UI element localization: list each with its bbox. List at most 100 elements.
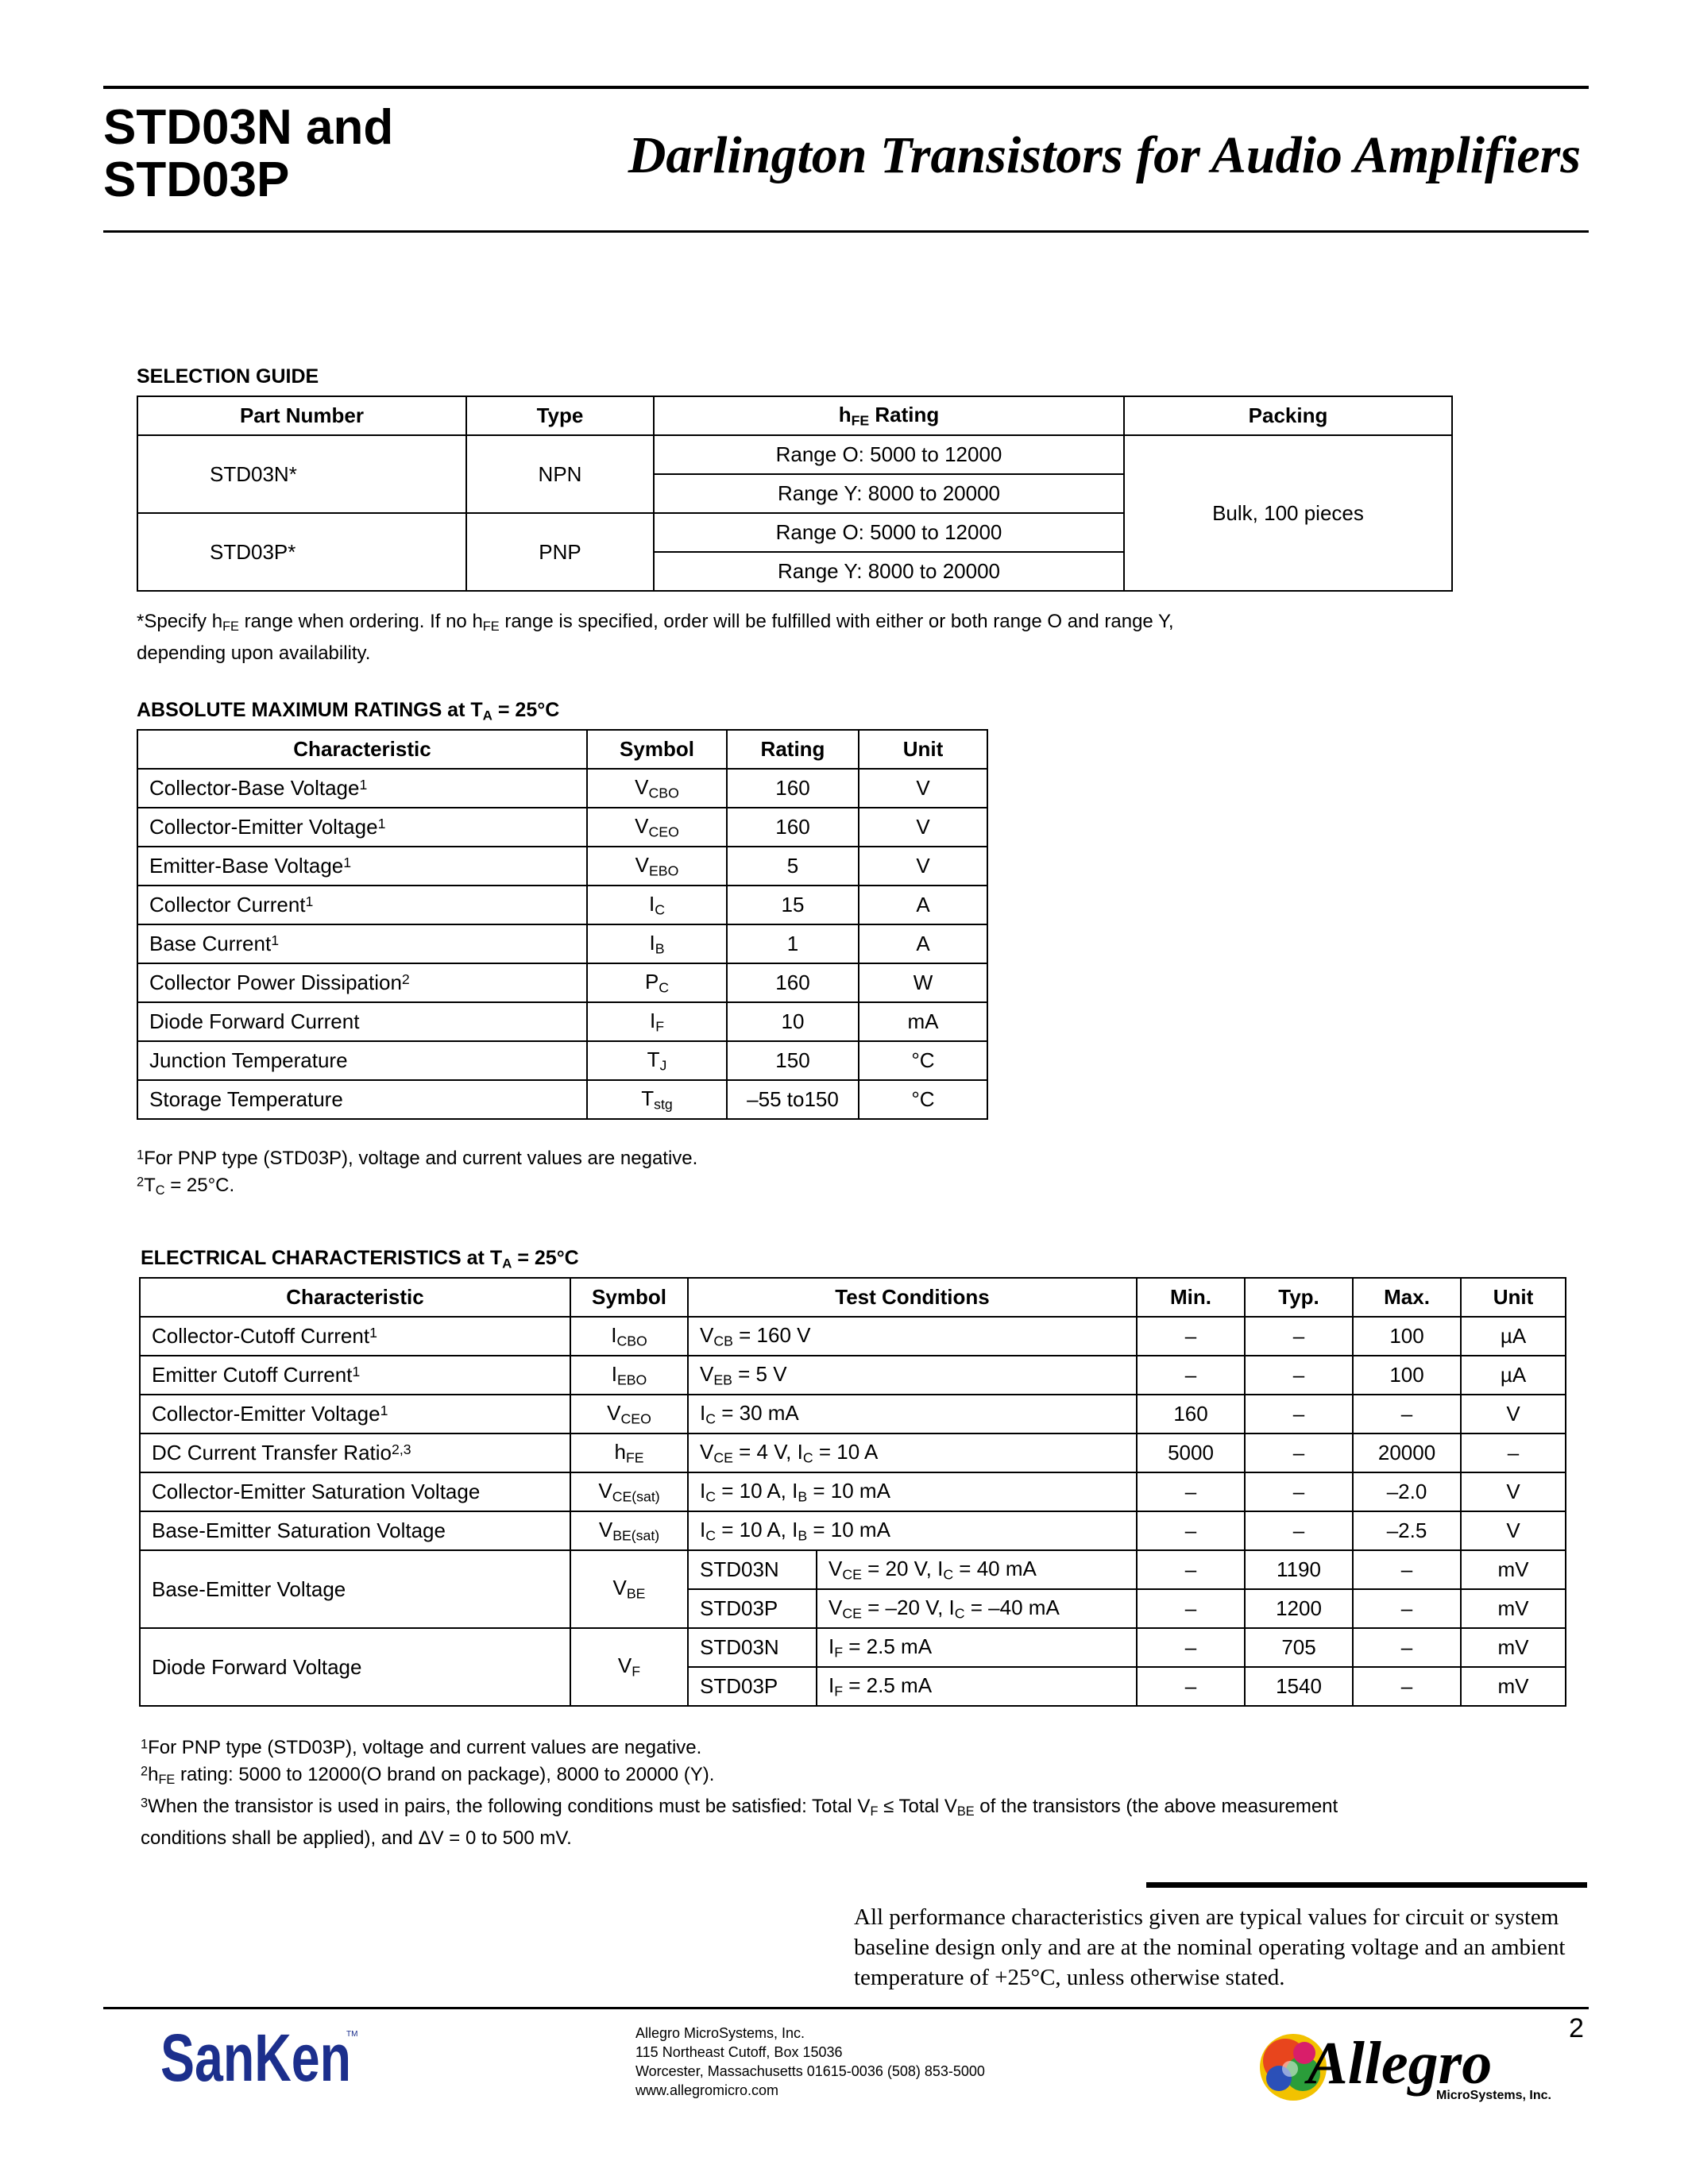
min-cell: –: [1136, 1588, 1246, 1629]
characteristic-cell: Collector-Base Voltage1: [137, 768, 588, 808]
type-cell: NPN: [465, 434, 655, 514]
address-street: 115 Northeast Cutoff, Box 15036: [635, 2044, 843, 2060]
characteristic-cell: Storage Temperature: [137, 1079, 588, 1120]
characteristic-cell: Base-Emitter Saturation Voltage: [139, 1511, 571, 1551]
symbol-cell: VCEO: [586, 807, 728, 847]
abs-max-table: Characteristic Symbol Rating Unit Collec…: [137, 729, 988, 1120]
symbol-cell: ICBO: [570, 1316, 689, 1356]
min-cell: –: [1136, 1355, 1246, 1395]
min-cell: –: [1136, 1627, 1246, 1668]
unit-cell: µA: [1460, 1316, 1567, 1356]
part-cell: STD03N: [687, 1627, 817, 1668]
min-cell: –: [1136, 1549, 1246, 1590]
characteristic-cell: Base-Emitter Voltage: [139, 1549, 571, 1629]
unit-cell: °C: [858, 1040, 988, 1081]
typ-cell: –: [1244, 1472, 1354, 1512]
selection-guide-table: Part Number Type hFE Rating Packing STD0…: [137, 396, 1453, 592]
characteristic-cell: Emitter Cutoff Current1: [139, 1355, 571, 1395]
part-cell: STD03P*: [137, 512, 467, 592]
condition-cell: VCE = 4 V, IC = 10 A: [686, 1433, 1138, 1473]
type-cell: PNP: [465, 512, 655, 592]
part-cell: STD03P: [687, 1588, 817, 1629]
condition-cell: IC = 10 A, IB = 10 mA: [686, 1511, 1138, 1551]
abs-max-heading: ABSOLUTE MAXIMUM RATINGS at TA = 25°C: [137, 699, 560, 723]
min-cell: 5000: [1136, 1433, 1246, 1473]
svg-text:TM: TM: [346, 2030, 357, 2039]
symbol-cell: VEBO: [586, 846, 728, 886]
svg-text:MicroSystems, Inc.: MicroSystems, Inc.: [1436, 2089, 1551, 2102]
col-test-conditions: Test Conditions: [686, 1277, 1138, 1318]
unit-cell: –: [1460, 1433, 1567, 1473]
elec-footnotes: 1For PNP type (STD03P), voltage and curr…: [141, 1737, 1338, 1850]
typ-cell: –: [1244, 1511, 1354, 1551]
rating-cell: 160: [726, 768, 859, 808]
unit-cell: V: [858, 768, 988, 808]
rating-cell: 10: [726, 1001, 859, 1042]
rating-cell: –55 to150: [726, 1079, 859, 1120]
characteristic-cell: Junction Temperature: [137, 1040, 588, 1081]
abs-max-footnotes: 1For PNP type (STD03P), voltage and curr…: [137, 1148, 698, 1198]
svg-text:Allegro: Allegro: [1304, 2030, 1492, 2097]
company-address: Allegro MicroSystems, Inc. 115 Northeast…: [635, 2024, 985, 2100]
symbol-cell: VCE(sat): [570, 1472, 689, 1512]
selection-guide-heading: SELECTION GUIDE: [137, 365, 319, 388]
unit-cell: mV: [1460, 1666, 1567, 1707]
typ-cell: –: [1244, 1394, 1354, 1434]
unit-cell: V: [1460, 1394, 1567, 1434]
col-typ: Typ.: [1244, 1277, 1354, 1318]
elec-heading: ELECTRICAL CHARACTERISTICS at TA = 25°C: [141, 1247, 579, 1271]
typ-cell: –: [1244, 1316, 1354, 1356]
col-unit: Unit: [1460, 1277, 1567, 1318]
symbol-cell: VF: [570, 1627, 689, 1707]
typ-cell: –: [1244, 1433, 1354, 1473]
symbol-cell: Tstg: [586, 1079, 728, 1120]
unit-cell: W: [858, 963, 988, 1003]
typ-cell: 1190: [1244, 1549, 1354, 1590]
rating-cell: Range O: 5000 to 12000: [653, 512, 1125, 553]
unit-cell: °C: [858, 1079, 988, 1120]
symbol-cell: IEBO: [570, 1355, 689, 1395]
symbol-cell: IB: [586, 924, 728, 964]
condition-cell: VCE = 20 V, IC = 40 mA: [815, 1549, 1138, 1590]
condition-cell: IF = 2.5 mA: [815, 1666, 1138, 1707]
page-number: 2: [1569, 2013, 1584, 2043]
part-title-line2: STD03P: [103, 152, 290, 207]
characteristic-cell: Collector-Emitter Voltage1: [139, 1394, 571, 1434]
unit-cell: µA: [1460, 1355, 1567, 1395]
col-characteristic: Characteristic: [139, 1277, 571, 1318]
unit-cell: V: [1460, 1472, 1567, 1512]
symbol-cell: VBE(sat): [570, 1511, 689, 1551]
unit-cell: mV: [1460, 1549, 1567, 1590]
characteristic-cell: Collector-Emitter Voltage1: [137, 807, 588, 847]
min-cell: –: [1136, 1666, 1246, 1707]
symbol-cell: IF: [586, 1001, 728, 1042]
max-cell: –: [1352, 1549, 1462, 1590]
symbol-cell: VCBO: [586, 768, 728, 808]
min-cell: –: [1136, 1316, 1246, 1356]
rating-cell: 1: [726, 924, 859, 964]
address-company: Allegro MicroSystems, Inc.: [635, 2025, 805, 2041]
condition-cell: VCE = –20 V, IC = –40 mA: [815, 1588, 1138, 1629]
min-cell: 160: [1136, 1394, 1246, 1434]
typ-cell: 1540: [1244, 1666, 1354, 1707]
unit-cell: A: [858, 924, 988, 964]
col-symbol: Symbol: [586, 729, 728, 770]
symbol-cell: VCEO: [570, 1394, 689, 1434]
unit-cell: V: [858, 846, 988, 886]
symbol-cell: TJ: [586, 1040, 728, 1081]
characteristic-cell: DC Current Transfer Ratio2,3: [139, 1433, 571, 1473]
col-min: Min.: [1136, 1277, 1246, 1318]
condition-cell: VEB = 5 V: [686, 1355, 1138, 1395]
